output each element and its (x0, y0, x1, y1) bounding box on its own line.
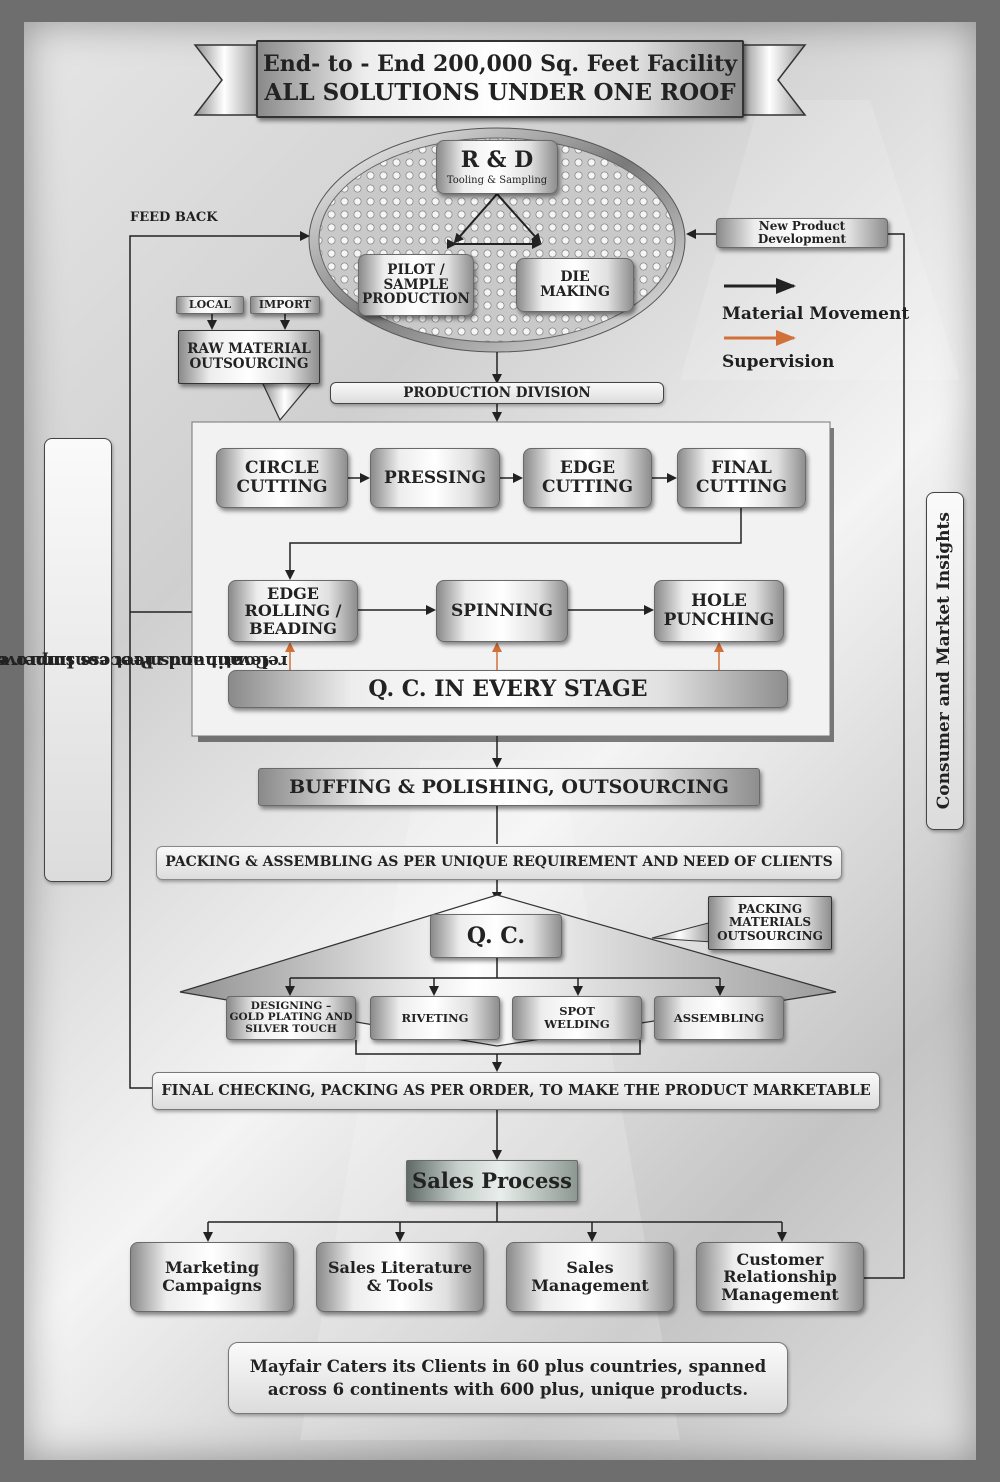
packing-materials-outsourcing-box: PACKING MATERIALS OUTSOURCING (708, 896, 832, 950)
banner: End- to - End 200,000 Sq. Feet Facility … (256, 40, 744, 118)
sales-item-line: Sales (566, 1258, 614, 1278)
import-box: IMPORT (250, 296, 320, 314)
local-box: LOCAL (176, 296, 244, 314)
designing-line: SILVER TOUCH (245, 1022, 337, 1035)
spot-welding-box: SPOT WELDING (512, 996, 642, 1040)
step-line: CUTTING (541, 477, 634, 497)
designing-line: DESIGNING – (250, 999, 332, 1012)
footer-line: across 6 continents with 600 plus, uniqu… (267, 1380, 749, 1399)
packing-materials-line: OUTSOURCING (717, 928, 823, 943)
step-line: CIRCLE (244, 458, 320, 479)
footer-line: Mayfair Caters its Clients in 60 plus co… (249, 1356, 767, 1376)
customer-relationship-management-box: Customer Relationship Management (696, 1242, 864, 1312)
packing-materials-line: MATERIALS (728, 915, 811, 930)
spot-welding-line: WELDING (544, 1017, 610, 1031)
production-division-bar: PRODUCTION DIVISION (330, 382, 664, 404)
sales-item-line: Relationship (723, 1267, 837, 1287)
banner-line-1: End- to - End 200,000 Sq. Feet Facility (262, 51, 738, 78)
sales-item-line: Management (531, 1276, 649, 1295)
designing-gold-plating-box: DESIGNING – GOLD PLATING AND SILVER TOUC… (226, 996, 356, 1040)
new-product-development-box: New Product Development (716, 218, 888, 248)
sales-literature-tools-box: Sales Literature & Tools (316, 1242, 484, 1312)
step-line: FINAL (711, 458, 772, 479)
continuous-improvement-text: Continuous Process Improvement , to stay… (0, 458, 288, 862)
final-cutting-box: FINAL CUTTING (677, 448, 806, 508)
die-line: DIE (560, 268, 590, 285)
legend-supervision: Supervision (722, 352, 835, 372)
die-making-box: DIE MAKING (516, 258, 634, 312)
rnd-subtitle: Tooling & Sampling (446, 174, 548, 186)
banner-line-2: ALL SOLUTIONS UNDER ONE ROOF (264, 79, 736, 107)
sales-item-line: Marketing (164, 1258, 260, 1278)
packing-assembling-bar: PACKING & ASSEMBLING AS PER UNIQUE REQUI… (156, 846, 842, 880)
sales-item-line: Sales Literature (327, 1258, 473, 1278)
edge-cutting-box: EDGE CUTTING (523, 448, 652, 508)
continuous-improvement-line: relevant and meet consumer expectations (0, 650, 289, 671)
final-checking-bar: FINAL CHECKING, PACKING AS PER ORDER, TO… (152, 1072, 880, 1110)
sales-management-box: Sales Management (506, 1242, 674, 1312)
sales-item-line: Customer (736, 1249, 824, 1269)
step-line: HOLE (691, 591, 747, 612)
continuous-improvement-panel: Continuous Process Improvement , to stay… (0, 438, 288, 882)
circle-cutting-box: CIRCLE CUTTING (216, 448, 348, 508)
edge-rolling-beading-box: EDGE ROLLING / BEADING (228, 580, 358, 642)
footer-statement: Mayfair Caters its Clients in 60 plus co… (228, 1342, 788, 1414)
legend-material-movement: Material Movement (722, 304, 910, 324)
sales-item-line: & Tools (366, 1276, 434, 1295)
assembling-box: ASSEMBLING (654, 996, 784, 1040)
step-line: CUTTING (695, 477, 788, 497)
rnd-box: R & D Tooling & Sampling (436, 140, 558, 194)
spot-welding-line: SPOT (559, 1004, 595, 1019)
raw-material-outsourcing-box: RAW MATERIAL OUTSOURCING (178, 330, 320, 384)
pilot-line: PILOT / (387, 261, 445, 278)
pilot-line: SAMPLE (383, 276, 449, 293)
marketing-campaigns-box: Marketing Campaigns (130, 1242, 294, 1312)
buffing-polishing-bar: BUFFING & POLISHING, OUTSOURCING (258, 768, 760, 806)
step-line: EDGE (559, 458, 616, 479)
sales-item-line: Campaigns (162, 1276, 262, 1295)
pressing-box: PRESSING (370, 448, 500, 508)
die-line: MAKING (540, 284, 610, 300)
step-line: EDGE (267, 583, 319, 603)
rnd-title: R & D (460, 147, 534, 174)
step-line: BEADING (249, 618, 337, 638)
qc-every-stage-bar: Q. C. IN EVERY STAGE (228, 670, 788, 708)
pilot-sample-production-box: PILOT / SAMPLE PRODUCTION (358, 254, 474, 316)
packing-materials-line: PACKING (737, 902, 803, 917)
hole-punching-box: HOLE PUNCHING (654, 580, 784, 642)
step-line: ROLLING / (244, 601, 342, 621)
riveting-box: RIVETING (370, 996, 500, 1040)
raw-material-line: OUTSOURCING (189, 356, 309, 372)
sales-item-line: Management (721, 1284, 839, 1304)
sales-process-box: Sales Process (406, 1160, 578, 1202)
designing-line: GOLD PLATING AND (229, 1011, 353, 1024)
raw-material-line: RAW MATERIAL (187, 341, 311, 358)
spinning-box: SPINNING (436, 580, 568, 642)
pilot-line: PRODUCTION (362, 291, 470, 308)
feedback-label: FEED BACK (130, 210, 218, 225)
step-line: PUNCHING (663, 610, 775, 630)
consumer-market-insights-text: Consumer and Market Insights (934, 512, 955, 810)
qc-box: Q. C. (430, 914, 562, 958)
step-line: CUTTING (236, 477, 328, 497)
consumer-market-insights-panel: Consumer and Market Insights (926, 492, 964, 830)
